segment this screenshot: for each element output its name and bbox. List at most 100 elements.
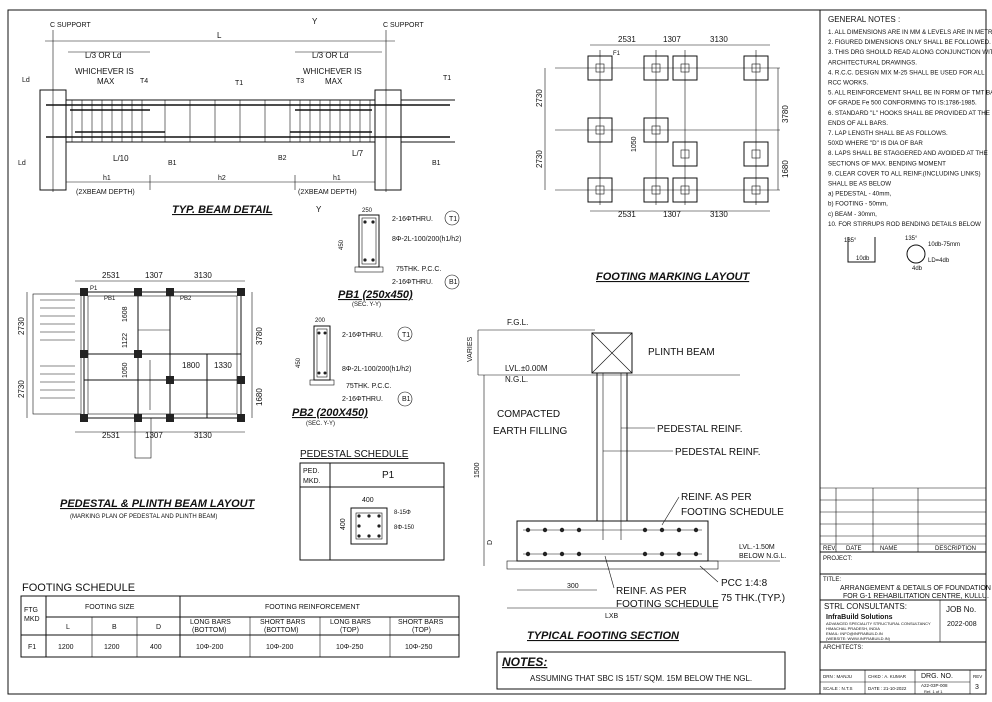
sec-1500: 1500 (474, 462, 481, 478)
section-bars (525, 527, 699, 557)
beam-detail: C SUPPORT C SUPPORT L L/3 OR Ld L/3 OR L… (18, 17, 455, 216)
notes-title: NOTES: (502, 655, 547, 669)
fml-top-dim-2: 1307 (663, 35, 681, 44)
t3-tag: T3 (296, 78, 304, 85)
tb-title-2: FOR G-1 REHABILITATION CENTRE, KULLU. (843, 593, 989, 600)
gn-hook3: LD=4db (928, 258, 950, 264)
pl-inner-dim-5: 1330 (214, 361, 232, 370)
pb1-width: 250 (362, 208, 373, 214)
pl-bot-dim-2: 1307 (145, 431, 163, 440)
sec-varies: VARIES (467, 337, 474, 362)
t1-tag-b: T1 (443, 75, 451, 82)
ped-size2: 400 (340, 518, 347, 530)
gn-lines: 1. ALL DIMENSIONS ARE IN MM & LEVELS ARE… (828, 29, 992, 228)
gn-hook1: 10db (856, 256, 870, 262)
pb2-sec: (SEC. Y-Y) (306, 421, 335, 427)
footing-schedule-title: FOOTING SCHEDULE (22, 582, 135, 594)
h2-label: h2 (218, 175, 226, 182)
b1-tag-b: B1 (432, 160, 441, 167)
t4-tag: T4 (140, 78, 148, 85)
pl-top-dim-1: 2531 (102, 271, 120, 280)
gn-line: 50XD WHERE "D" IS DIA OF BAR (828, 140, 923, 147)
pl-p1-tag: P1 (90, 286, 98, 292)
pb1-title: PB1 (250x450) (338, 289, 413, 301)
depth-left: (2XBEAM DEPTH) (76, 189, 135, 196)
sheet-border (7, 9, 987, 695)
tb-title-label: TITLE: (823, 577, 841, 583)
gn-line: c) BEAM - 30mm, (828, 211, 877, 218)
sec-pcc1: PCC 1:4:8 (721, 578, 768, 589)
fs-reinf-header: FOOTING REINFORCEMENT (265, 604, 361, 611)
pedestal-schedule-title: PEDESTAL SCHEDULE (300, 449, 409, 460)
whichever-right: WHICHEVER IS (303, 67, 362, 76)
sec-plinth: PLINTH BEAM (648, 347, 715, 358)
title-block: REV. DATE NAME DESCRIPTION PROJECT: TITL… (820, 487, 991, 694)
h1-left: h1 (103, 175, 111, 182)
pedestal-schedule: PEDESTAL SCHEDULE PED. MKD. P1 400 400 8… (299, 449, 445, 561)
tb-date: DATE (846, 546, 862, 552)
fs-sub-sb-t: SHORT BARS (398, 619, 444, 626)
pl-inner-dim-1: 1608 (122, 306, 129, 322)
gn-line: 6. STANDARD "L" HOOKS SHALL BE PROVIDED … (828, 110, 990, 117)
gn-title: GENERAL NOTES : (828, 15, 900, 24)
sec-d: D (487, 540, 494, 545)
l10-label: L/10 (113, 154, 129, 163)
pb2-title: PB2 (200X450) (292, 407, 368, 419)
pedestal-layout-subtitle: (MARKING PLAN OF PEDESTAL AND PLINTH BEA… (70, 514, 217, 520)
fml-left-dim-2: 2730 (535, 150, 544, 168)
footing-marking-layout: 2531 1307 3130 F1 2730 2730 3780 (535, 35, 790, 283)
pl-inner-dim-3: 1050 (122, 362, 129, 378)
pl-right-dim-2: 1680 (255, 388, 264, 406)
tb-project: PROJECT: (823, 556, 852, 562)
y-bot: Y (316, 205, 322, 214)
ped-size: 400 (362, 497, 374, 504)
sec-lvl2b: BELOW N.G.L. (739, 553, 787, 560)
tb-drg: DRG. NO. (921, 673, 953, 680)
span-label: L (217, 31, 222, 40)
fs-row-lbb: 10Φ-200 (196, 644, 223, 651)
gn-line: OF GRADE Fe 500 CONFORMING TO IS:1786-19… (828, 100, 977, 107)
sec-fill1: COMPACTED (497, 409, 560, 420)
gn-line: 9. CLEAR COVER TO ALL REINF.(INCLUDING L… (828, 170, 981, 177)
pb1-depth: 450 (339, 239, 345, 250)
b2-tag: B2 (278, 155, 287, 162)
pl-top-dim-2: 1307 (145, 271, 163, 280)
notes-text: ASSUMING THAT SBC IS 15T/ SQM. 15M BELOW… (530, 674, 752, 683)
pb1-bot-tag: B1 (449, 279, 458, 286)
fs-sub-l: L (66, 624, 70, 631)
pb2-top-tag: T1 (402, 332, 410, 339)
tb-job: JOB No. (946, 605, 976, 614)
sec-300: 300 (567, 583, 579, 590)
pl-inner-dim-2: 1122 (122, 333, 129, 348)
fs-sub-lb-b2: (BOTTOM) (192, 627, 226, 634)
fs-sub-sb-t2: (TOP) (412, 627, 431, 634)
gn-line: a) PEDESTAL - 40mm, (828, 191, 892, 198)
sec-lvl: LVL.±0.00M (505, 364, 548, 373)
fs-size-header: FOOTING SIZE (85, 604, 135, 611)
ped-col2: P1 (382, 470, 395, 481)
gn-line: RCC WORKS. (828, 80, 868, 87)
gn-line: 4. R.C.C. DESIGN MIX M-25 SHALL BE USED … (828, 69, 985, 76)
gn-line: 8. LAPS SHALL BE STAGGERED AND AVOIDED A… (828, 150, 988, 157)
ped-ties: 8Φ-150 (394, 525, 415, 531)
ld-top-label: Ld (22, 77, 30, 84)
pedestal-layout-title: PEDESTAL & PLINTH BEAM LAYOUT (60, 498, 256, 510)
sec-pcc2: 75 THK.(TYP.) (721, 593, 785, 604)
gn-line: 2. FIGURED DIMENSIONS ONLY SHALL BE FOLL… (828, 39, 991, 46)
gn-line: 5. ALL REINFORCEMENT SHALL BE IN FORM OF… (828, 90, 992, 97)
pb2-section: 200 450 2-16ΦTHRU. T1 8Φ-2L-100/200(h1/h… (292, 318, 413, 427)
notes-box: NOTES: ASSUMING THAT SBC IS 15T/ SQM. 15… (496, 651, 786, 690)
ped-bars: 8-15Φ (394, 510, 411, 516)
sec-ped2: PEDESTAL REINF. (675, 447, 761, 458)
fml-top-dim-1: 2531 (618, 35, 636, 44)
gn-line: SHALL BE AS BELOW (828, 181, 891, 188)
pb1-bot-bars: 2-16ΦTHRU. (392, 279, 433, 286)
fml-bot-dim-3: 3130 (710, 210, 728, 219)
tb-firm-line-3: EMAIL: INFO@INFRABUILD.IN (826, 631, 883, 636)
general-notes: GENERAL NOTES : 1. ALL DIMENSIONS ARE IN… (828, 15, 992, 272)
pb1-section: 250 450 2-16ΦTHRU. T1 8Φ-2L-100/200(h1/h… (338, 208, 461, 308)
tb-scale: SCALE : N.T.S (823, 686, 853, 691)
pb2-bot-bars: 2-16ΦTHRU. (342, 396, 383, 403)
h1-right: h1 (333, 175, 341, 182)
